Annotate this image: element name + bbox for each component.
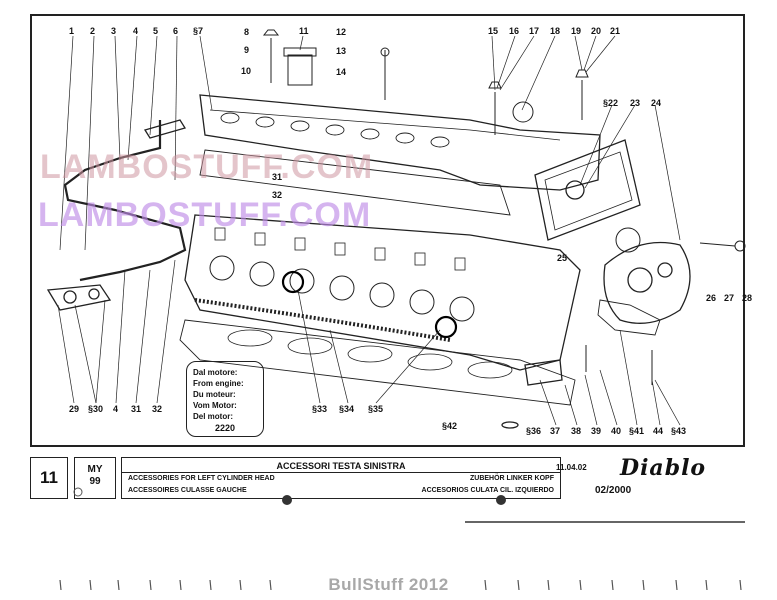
callout-label: 31: [272, 172, 283, 182]
callout-label: §30: [88, 404, 104, 414]
callout-label: 40: [611, 426, 622, 436]
callout-label: 9: [244, 45, 250, 55]
callout-label: 32: [152, 404, 163, 414]
cam-cover: [199, 94, 601, 191]
revision-date: 11.04.02: [556, 463, 587, 472]
title-english: ACCESSORIES FOR LEFT CYLINDER HEAD: [128, 475, 275, 482]
callout-label: 3: [111, 26, 117, 36]
title-spanish: ACCESORIOS CULATA CIL. IZQUIERDO: [421, 487, 554, 494]
title-italian: ACCESSORI TESTA SINISTRA: [276, 461, 406, 471]
credit-watermark: BullStuff 2012: [328, 575, 449, 594]
callout-label: 13: [336, 46, 347, 56]
callout-label: 37: [550, 426, 561, 436]
title-block: 11 MY 99 ACCESSORI TESTA SINISTRA ACCESS…: [30, 455, 745, 501]
callout-label: §41: [629, 426, 645, 436]
engine-box-line: Dal motore:: [193, 368, 238, 377]
callout-label: 20: [591, 26, 602, 36]
engine-number: 2220: [214, 423, 236, 433]
model-year-box: MY 99: [74, 457, 116, 499]
rear-cover-plate: [534, 139, 641, 241]
watermark-line-2: LAMBOSTUFF.COM: [38, 196, 372, 234]
callout-label: 1: [69, 26, 75, 36]
cover-gasket: [199, 149, 511, 216]
callout-label: §43: [671, 426, 687, 436]
callout-label: 6: [173, 26, 179, 36]
callout-label: §35: [368, 404, 384, 414]
edition-code: 02/2000: [595, 485, 632, 496]
engine-box-line: Du moteur:: [193, 390, 236, 399]
callout-label: 5: [153, 26, 159, 36]
callout-label: 19: [571, 26, 582, 36]
callout-label: 18: [550, 26, 561, 36]
model-year-label: MY: [87, 464, 103, 475]
head-gasket: [179, 319, 576, 406]
callout-label: 2: [90, 26, 96, 36]
callout-label: 11: [299, 26, 309, 36]
callout-label: 15: [488, 26, 499, 36]
callout-label: 27: [724, 293, 735, 303]
callout-label: 32: [272, 190, 283, 200]
title-divider: [122, 472, 560, 473]
title-french: ACCESSOIRES CULASSE GAUCHE: [128, 487, 247, 494]
callout-label: 26: [706, 293, 717, 303]
callout-label: 4: [133, 26, 139, 36]
cylinder-head: [184, 214, 581, 371]
callout-label: 16: [509, 26, 520, 36]
callout-label: 28: [742, 293, 753, 303]
callout-label: §36: [526, 426, 542, 436]
callout-label: 38: [571, 426, 582, 436]
callout-label: 25: [557, 253, 568, 263]
callout-label: 21: [610, 26, 621, 36]
pump-housing: [603, 241, 691, 324]
callout-label: 24: [651, 98, 662, 108]
engine-number-box: Dal motore: From engine: Du moteur: Vom …: [186, 361, 264, 437]
o-ring: [281, 270, 305, 294]
callout-label: 17: [529, 26, 540, 36]
watermark-line-1: LAMBOSTUFF.COM: [40, 148, 374, 186]
left-flange: [46, 284, 112, 311]
callout-label: 14: [336, 67, 347, 77]
callout-label: §34: [339, 404, 355, 414]
callout-label: 23: [630, 98, 641, 108]
brand-logo: Diablo: [620, 455, 707, 481]
callout-label: 44: [653, 426, 664, 436]
callout-label: 29: [69, 404, 80, 414]
engine-box-line: Del motor:: [193, 412, 233, 421]
title-box: ACCESSORI TESTA SINISTRA ACCESSORIES FOR…: [121, 457, 561, 499]
thermostat: [524, 359, 563, 386]
breather-pipe: [63, 120, 187, 282]
drawing-frame: [30, 14, 745, 447]
callout-label: §22: [603, 98, 619, 108]
engine-box-line: Vom Motor:: [193, 401, 237, 410]
page-number: 11: [30, 457, 68, 499]
coil-hose: [194, 298, 451, 342]
title-german: ZUBEHÖR LINKER KOPF: [470, 475, 554, 482]
callout-label: §33: [312, 404, 328, 414]
callout-label: §7: [193, 26, 204, 36]
callout-label: 12: [336, 27, 347, 37]
callout-label: 8: [244, 27, 250, 37]
callout-label: 4: [113, 404, 119, 414]
model-year-value: 99: [89, 476, 101, 487]
callout-label: 10: [241, 66, 252, 76]
callout-label: §42: [442, 421, 458, 431]
engine-box-line: From engine:: [193, 379, 244, 388]
callout-label: 31: [131, 404, 142, 414]
callout-label: 39: [591, 426, 602, 436]
